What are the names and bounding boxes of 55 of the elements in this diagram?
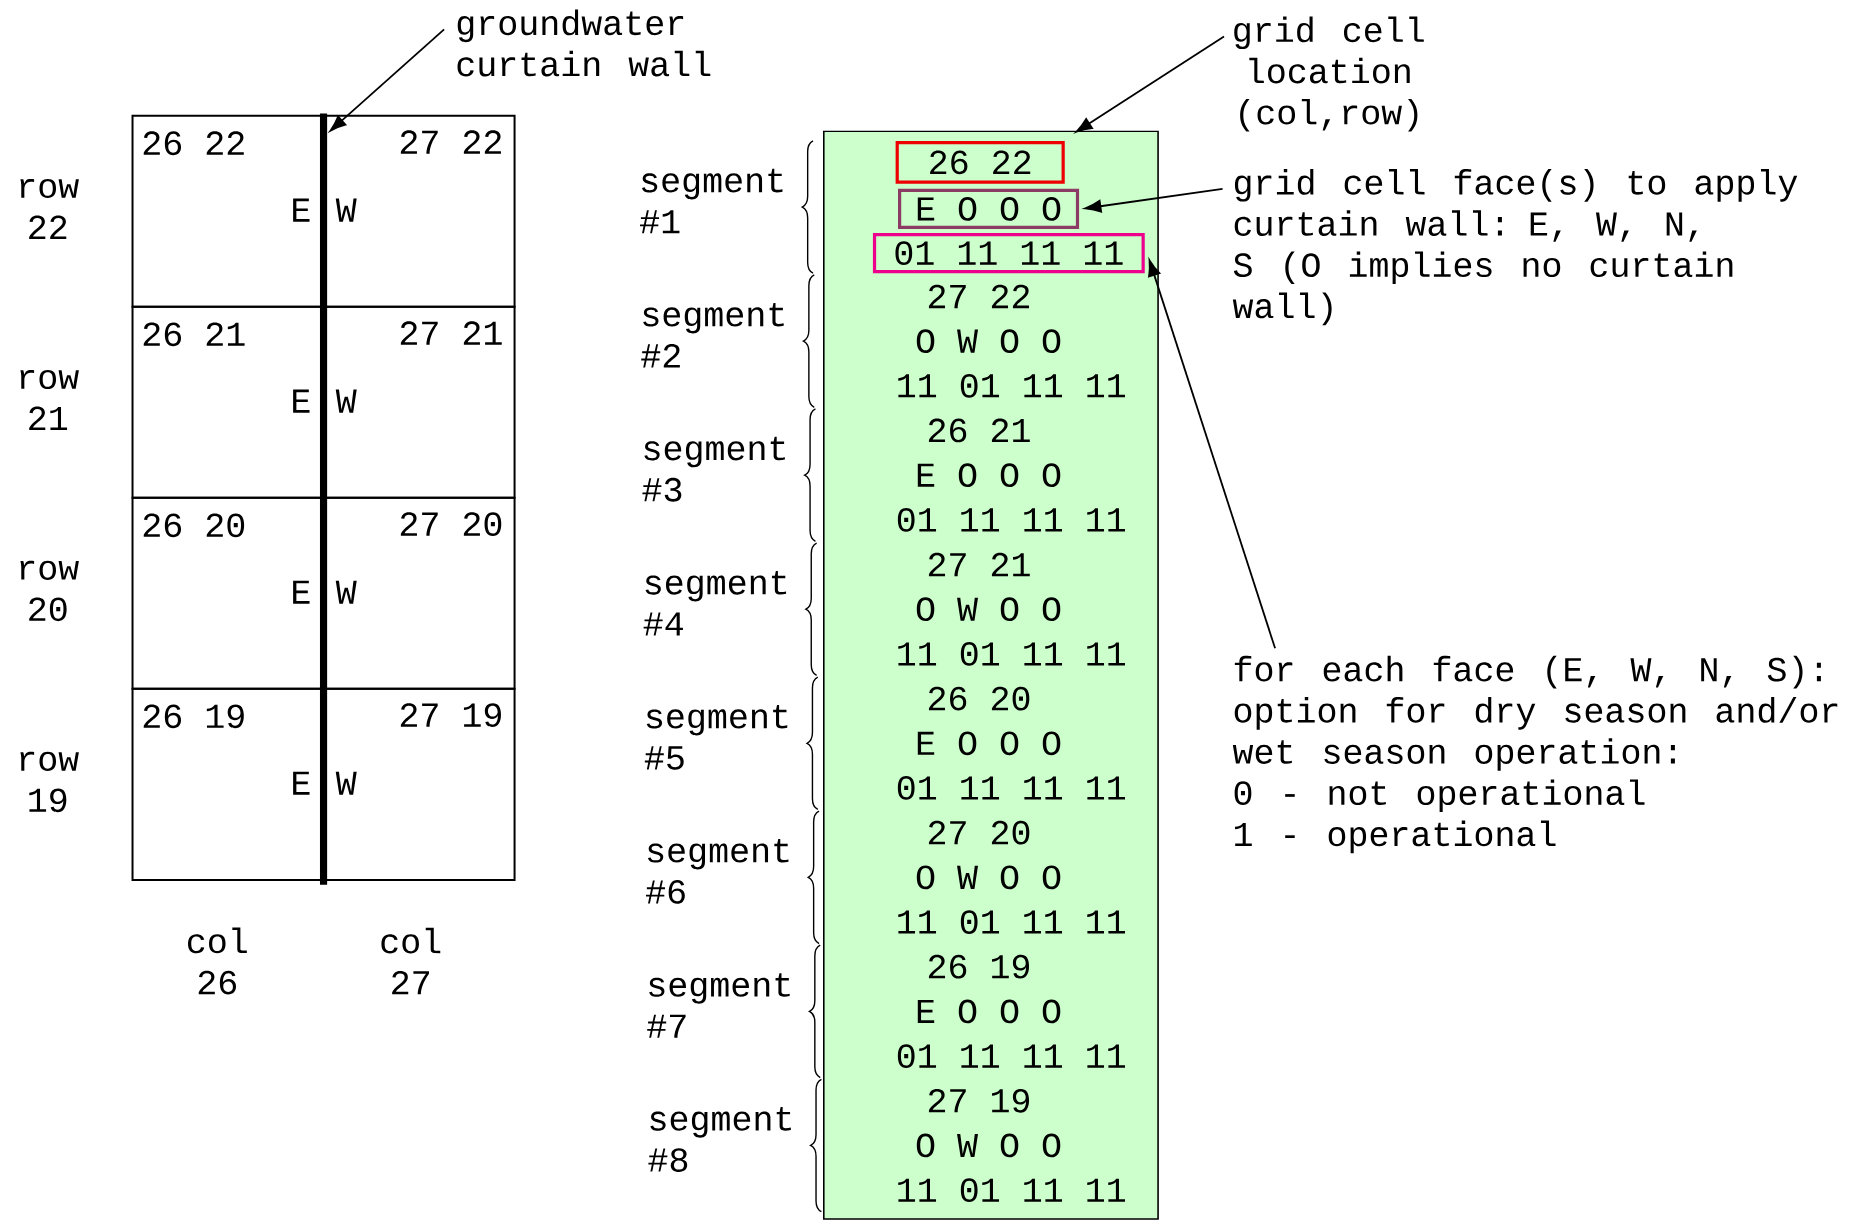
code-text: O W O O [916, 329, 1061, 353]
callout-text: groundwater curtain wall [457, 9, 711, 77]
code-text: 11 01 11 11 [898, 641, 1125, 666]
panel-box [823, 130, 1159, 1220]
code-text: 27 20 [928, 820, 1030, 845]
arrow [329, 28, 446, 132]
grid-cell: 26 22 E [131, 114, 325, 308]
grid-cell: 27 19 W [322, 687, 516, 881]
code-text: 01 11 11 11 [897, 776, 1125, 800]
segment-label: segment #6 [646, 838, 789, 904]
callout-text: grid cell face(s) to apply curtain wall: E, W, N, S (O implies no curtain wall) [1232, 168, 1798, 326]
code-text: 11 01 11 11 [898, 910, 1125, 934]
code-text: E O O O [917, 731, 1061, 756]
code-text: 26 21 [928, 418, 1030, 443]
segment-label: segment #7 [647, 973, 790, 1038]
code-text: O W O O [916, 1133, 1061, 1158]
code-text: 27 22 [928, 284, 1029, 309]
code-text: E O O O [917, 463, 1061, 487]
code-text: 01 11 11 11 [897, 1044, 1125, 1068]
segment-label: segment #8 [648, 1107, 791, 1172]
column-label: col 27 [381, 927, 441, 995]
code-text: 27 19 [928, 1088, 1030, 1113]
grid-cell: 26 21 E [131, 305, 325, 499]
highlight-box: E O O O [898, 188, 1080, 229]
code-text: 11 01 11 11 [898, 373, 1125, 398]
code-text: O W O O [916, 865, 1061, 890]
segment-label: segment #1 [640, 168, 783, 234]
grid-cell: 27 22 W [322, 114, 516, 308]
row-label: row 19 [20, 751, 79, 813]
segment-label: segment #3 [642, 436, 785, 502]
callout-text: grid cell location (col,row) [1234, 16, 1424, 132]
arrow [1148, 259, 1276, 650]
arrow [1084, 187, 1224, 213]
code-text: 26 19 [928, 954, 1030, 979]
highlight-box: 01 11 11 11 [872, 232, 1145, 274]
row-label: row 22 [20, 178, 79, 239]
segment-label: segment #4 [643, 570, 787, 636]
code-text: 26 20 [928, 686, 1030, 711]
code-text: 11 01 11 11 [898, 1178, 1125, 1202]
row-label: row 20 [20, 560, 79, 622]
column-label: col 26 [188, 927, 247, 995]
grid-cell: 27 20 W [322, 496, 516, 690]
callout-text: for each face (E, W, N, S): option for dry season and/or wet season operation: 0 - not operational 1 - operational [1232, 655, 1838, 854]
row-label: row 21 [20, 369, 79, 430]
code-text: 01 11 11 11 [897, 507, 1125, 532]
segment-label: segment #5 [644, 704, 788, 770]
grid-cell: 26 20 E [131, 496, 325, 690]
code-text: O W O O [916, 597, 1061, 622]
segment-label: segment #2 [641, 302, 784, 368]
code-text: 27 21 [928, 552, 1030, 577]
highlight-box: 26 22 [895, 141, 1065, 184]
code-text: E O O O [917, 999, 1061, 1024]
grid-cell: 26 19 E [131, 687, 325, 881]
arrow [1075, 35, 1225, 133]
grid-cell: 27 21 W [322, 305, 516, 499]
